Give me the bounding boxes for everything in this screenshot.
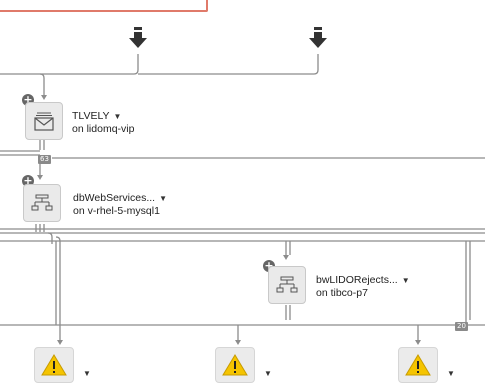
warning-node-button[interactable] (398, 347, 438, 383)
envelope-queue-icon (34, 112, 54, 131)
arrowhead (415, 340, 421, 345)
down-arrow-icon (309, 27, 327, 48)
connection-count-badge: 63 (38, 155, 51, 164)
network-hub-icon (276, 276, 298, 293)
node-label[interactable]: bwLIDORejects...▼ on tibco-p7 (316, 274, 410, 299)
node-name: TLVELY▼ (72, 110, 122, 122)
connector-line (0, 54, 139, 75)
dropdown-caret-icon[interactable]: ▼ (83, 369, 91, 378)
arrowhead (41, 95, 47, 100)
dropdown-caret-icon: ▼ (401, 276, 410, 285)
arrowhead (57, 340, 63, 345)
arrowhead (235, 340, 241, 345)
node-host: on tibco-p7 (316, 287, 368, 299)
warning-node-button[interactable] (215, 347, 255, 383)
warning-icon (41, 354, 67, 376)
connector-line (39, 73, 45, 95)
dropdown-caret-icon[interactable]: ▼ (264, 369, 272, 378)
down-arrow-icon (129, 27, 147, 48)
warning-icon (222, 354, 248, 376)
node-label[interactable]: dbWebServices...▼ on v-rhel-5-mysql1 (73, 192, 167, 217)
connector-line (47, 232, 53, 244)
dropdown-caret-icon[interactable]: ▼ (447, 369, 455, 378)
dropdown-caret-icon: ▼ (159, 194, 168, 203)
queue-node-button[interactable] (25, 102, 63, 140)
node-host: on v-rhel-5-mysql1 (73, 205, 160, 217)
arrowhead (283, 255, 289, 260)
warning-node-button[interactable] (34, 347, 74, 383)
node-label[interactable]: TLVELY▼ on lidomq-vip (72, 110, 134, 135)
node-host: on lidomq-vip (72, 123, 135, 135)
node-name: bwLIDORejects...▼ (316, 274, 410, 286)
connector-line (138, 54, 319, 75)
connection-count-badge: 20 (455, 322, 468, 331)
network-hub-icon (31, 194, 53, 211)
service-node-button[interactable] (23, 184, 61, 222)
node-name: dbWebServices...▼ (73, 192, 168, 204)
service-node-button[interactable] (268, 266, 306, 304)
warning-icon (405, 354, 431, 376)
highlight-box (0, 0, 208, 12)
arrowhead (37, 175, 43, 180)
dropdown-caret-icon: ▼ (113, 112, 122, 121)
